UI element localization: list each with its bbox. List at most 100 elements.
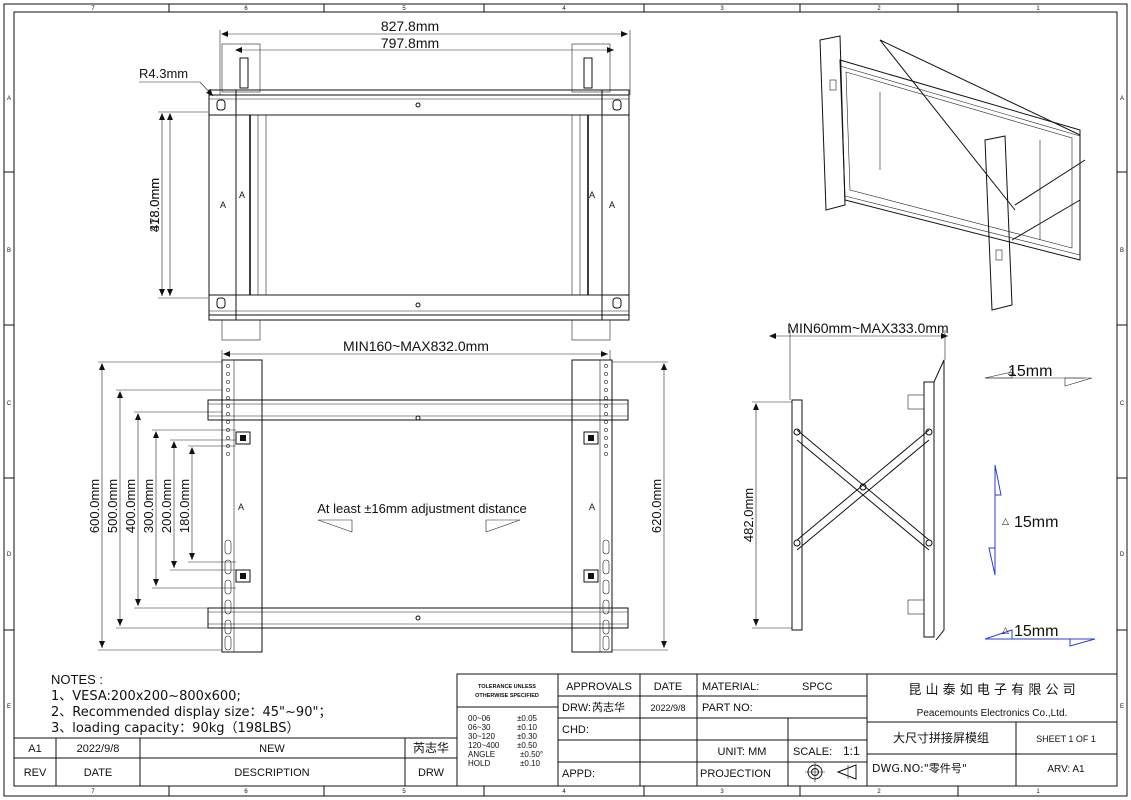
dim-overall-width: 827.8mm (381, 18, 439, 34)
tolerance-value: ±0.10 (517, 723, 538, 732)
rev-drw: 芮志华 (413, 741, 449, 755)
drw-label: DRW: (562, 702, 591, 714)
zone-col-top: 5 (402, 6, 406, 12)
zone-col-bottom: 5 (402, 789, 406, 795)
tolerance-range: 06~30 (468, 723, 491, 732)
arm-mark: A (220, 200, 226, 210)
tolerance-value: ±0.30 (517, 732, 538, 741)
drw-header: DRW (418, 767, 445, 779)
dim-height-620: 620.0mm (649, 479, 664, 533)
arm-mark: A (589, 502, 595, 512)
dim-height-180: 180.0mm (177, 479, 192, 533)
notes: NOTES : 1、VESA:200x200~800x600; 2、Recomm… (51, 672, 331, 736)
adjust-value: 15mm (1008, 363, 1052, 380)
note-line: 1、VESA:200x200~800x600; (51, 689, 241, 704)
zone-col-bottom: 4 (562, 789, 566, 795)
drw-date: 2022/9/8 (650, 703, 685, 713)
zone-row-right: D (1120, 552, 1125, 558)
projection-label: PROJECTION (700, 768, 771, 780)
zone-col-top: 2 (877, 6, 881, 12)
zone-col-top: 6 (244, 6, 248, 12)
company-en: Peacemounts Electronics Co.,Ltd. (917, 708, 1068, 719)
zone-row-right: B (1120, 248, 1124, 254)
zone-row-left: A (7, 96, 11, 102)
dim-height-200: 200.0mm (159, 479, 174, 533)
title-block: TOLERANCE UNLESS OTHERWISE SPECIFIED 00~… (456, 673, 1118, 787)
dim-height-400: 400.0mm (123, 479, 138, 533)
dim-inner-width: 797.8mm (381, 35, 439, 51)
projection-symbol-icon (805, 762, 857, 782)
isometric-view (819, 35, 1086, 311)
zone-col-bottom: 1 (1036, 789, 1040, 795)
tolerance-value: ±0.05 (517, 714, 538, 723)
arm-mark: A (609, 200, 615, 210)
arm-mark: A (238, 502, 244, 512)
svg-text:△: △ (1002, 625, 1009, 635)
dim-height-500: 500.0mm (105, 479, 120, 533)
zone-row-right: E (1120, 704, 1124, 710)
adjustment-note: At least ±16mm adjustment distance (317, 501, 526, 516)
note-line: 2、Recommended display size：45"~90"； (51, 705, 331, 720)
dim-height-300: 300.0mm (141, 479, 156, 533)
rev-value: A1 (28, 743, 41, 755)
note-line: 3、loading capacity：90kg（198LBS） (51, 721, 300, 736)
dim-height-inner: 378.0mm (147, 178, 162, 232)
material-label: MATERIAL: (702, 681, 759, 693)
zone-row-left: C (7, 401, 12, 407)
scale-value: 1:1 (843, 744, 860, 758)
zone-row-right: C (1120, 401, 1125, 407)
zone-row-left: B (7, 248, 11, 254)
part-name: 大尺寸拼接屏模组 (893, 730, 989, 745)
tolerance-title: TOLERANCE UNLESS (478, 684, 536, 690)
drw-name: 芮志华 (592, 700, 625, 714)
tolerance-range: 00~06 (468, 714, 491, 723)
tolerance-range: 120~400 (468, 741, 500, 750)
date-label: DATE (654, 681, 683, 693)
dim-width-range: MIN160~MAX832.0mm (343, 338, 489, 354)
zone-col-top: 1 (1036, 6, 1040, 12)
date-header: DATE (84, 767, 113, 779)
arm-mark: A (589, 190, 595, 200)
dwg-no: DWG.NO:"零件号" (872, 762, 967, 775)
unit-value: UNIT: MM (718, 746, 767, 758)
adjust-value: 15mm (1014, 514, 1058, 531)
tolerance-title: OTHERWISE SPECIFIED (475, 693, 539, 699)
rev-header: REV (24, 767, 47, 779)
zone-col-bottom: 7 (91, 789, 95, 795)
rev-date: 2022/9/8 (77, 743, 120, 755)
chd-label: CHD: (562, 724, 589, 736)
zone-col-bottom: 2 (877, 789, 881, 795)
revision-table: A1 2022/9/8 NEW 芮志华 REV DATE DESCRIPTION… (14, 737, 457, 786)
notes-title: NOTES : (51, 672, 103, 687)
zone-labels: 7 6 5 4 3 2 1 7 6 5 4 3 2 1 A B C D E A … (7, 6, 1125, 795)
zone-col-top: 3 (720, 6, 724, 12)
zone-col-top: 7 (91, 6, 95, 12)
zone-row-left: D (7, 552, 12, 558)
rear-view: MIN160~MAX832.0mm (87, 338, 668, 653)
tolerance-value: ±0.50 (517, 741, 538, 750)
adjust-icons: 15mm △ 15mm △ 15mm △ (984, 363, 1096, 647)
tolerance-range: 30~120 (468, 732, 495, 741)
tolerance-value: ±0.50° (520, 750, 543, 759)
zone-col-bottom: 6 (244, 789, 248, 795)
zone-row-left: E (7, 704, 11, 710)
company-cn: 昆 山 泰 如 电 子 有 限 公 司 (908, 682, 1075, 698)
zone-col-bottom: 3 (720, 789, 724, 795)
dim-side-height: 482.0mm (741, 488, 756, 542)
zone-row-right: A (1120, 96, 1124, 102)
dim-height-outer: 418.0mm (147, 178, 162, 232)
front-view: 827.8mm 797.8mm R4.3mm A A (139, 18, 631, 341)
svg-text:△: △ (1008, 366, 1015, 376)
description-header: DESCRIPTION (234, 767, 309, 779)
adjust-value: 15mm (1014, 623, 1058, 640)
rev-description: NEW (259, 743, 285, 755)
dim-radius: R4.3mm (139, 66, 188, 81)
tolerance-value: ±0.10 (520, 759, 541, 768)
scale-label: SCALE: (793, 746, 832, 758)
side-view: MIN60mm~MAX333.0mm 482.0mm (741, 320, 949, 641)
approvals-label: APPROVALS (566, 681, 632, 693)
tolerance-range: HOLD (468, 759, 490, 768)
sheet-count: SHEET 1 OF 1 (1036, 734, 1096, 744)
material-value: SPCC (802, 681, 833, 693)
